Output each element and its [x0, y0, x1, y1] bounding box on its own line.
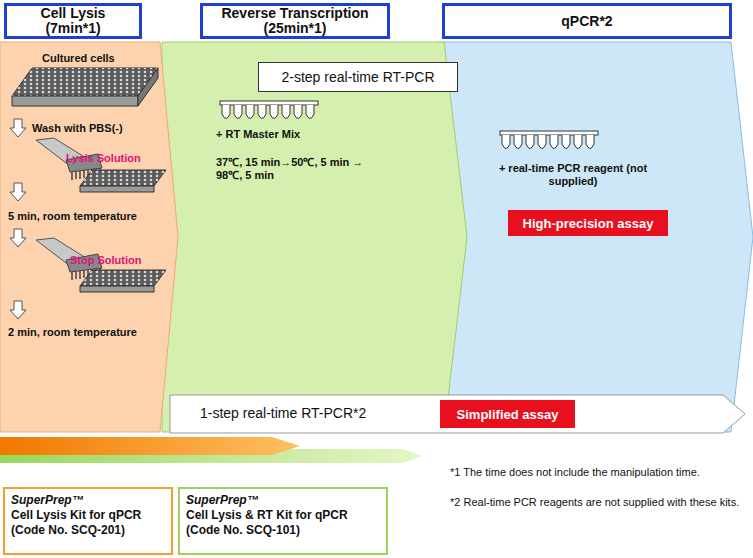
orange-arrow-bar	[0, 437, 300, 455]
method-box: 2-step real-time RT-PCR	[258, 62, 458, 92]
node-text: 2 min, room temperature	[8, 326, 138, 339]
step-panel: Cultured cellsWash with PBS(-) Lysis Solu…	[0, 42, 178, 432]
method-arrow: 1-step real-time RT-PCR*2 Simplified assa…	[170, 395, 745, 433]
node-text: Wash with PBS(-)	[32, 122, 152, 135]
node-text: Cell Lysis	[41, 6, 106, 21]
panel-shape	[170, 395, 745, 433]
node-text: + RT Master Mix	[216, 128, 416, 141]
node-text: + real-time PCR reagent (not supplied)	[498, 162, 648, 188]
header-box: qPCR*2	[442, 3, 732, 39]
node-text: Simplified assay	[457, 407, 559, 422]
node-text: Stop Solution	[70, 254, 170, 267]
node-text: qPCR*2	[561, 14, 612, 29]
footnote: *1 The time does not include the manipul…	[450, 466, 740, 479]
assay-badge: High-precision assay	[508, 210, 668, 236]
panel-shape	[0, 42, 178, 432]
kit-box: SuperPrep™Cell Lysis & RT Kit for qPCR(C…	[178, 487, 388, 555]
step-panel: + real-time PCR reagent (not supplied) Hi…	[438, 42, 753, 432]
kit-box: SuperPrep™Cell Lysis Kit for qPCR(Code N…	[3, 487, 173, 555]
node-text: (25min*1)	[263, 21, 326, 36]
node-text: Cell Lysis & RT Kit for qPCR	[186, 508, 348, 523]
panel-outline	[438, 42, 753, 432]
step-panel: + RT Master Mix 37℃, 15 min→50℃, 5 min → …	[162, 42, 467, 432]
down-arrow	[10, 182, 28, 203]
node-text: 2-step real-time RT-PCR	[281, 69, 434, 85]
node-text: SuperPrep™	[11, 493, 84, 508]
down-arrow	[10, 118, 28, 139]
pcr-tube-strip	[500, 130, 600, 154]
footnote: *2 Real-time PCR reagents are not suppli…	[450, 496, 740, 509]
node-text: Lysis Solution	[66, 152, 166, 165]
assay-badge: Simplified assay	[440, 400, 575, 428]
panel-shape	[162, 42, 467, 432]
node-text: 5 min, room temperature	[8, 210, 168, 223]
down-arrow	[10, 300, 28, 321]
down-arrow	[10, 228, 28, 249]
node-text: (7min*1)	[45, 21, 100, 36]
node-text: (Code No. SCQ-101)	[186, 523, 300, 538]
node-text: Cultured cells	[42, 52, 162, 65]
node-text: Reverse Transcription	[221, 6, 368, 21]
node-text: 37℃, 15 min→50℃, 5 min → 98℃, 5 min	[216, 156, 391, 182]
multichannel-pipette	[28, 138, 168, 194]
header-box: Reverse Transcription(25min*1)	[200, 3, 390, 39]
pcr-tube-strip	[220, 100, 320, 124]
node-text: SuperPrep™	[186, 493, 259, 508]
node-text: Cell Lysis Kit for qPCR	[11, 508, 141, 523]
panel-shape	[438, 42, 753, 432]
node-text: (Code No. SCQ-201)	[11, 523, 125, 538]
node-text: High-precision assay	[523, 216, 654, 231]
header-box: Cell Lysis(7min*1)	[4, 3, 142, 39]
node-text: 1-step real-time RT-PCR*2	[200, 405, 440, 421]
well-plate	[10, 66, 160, 110]
